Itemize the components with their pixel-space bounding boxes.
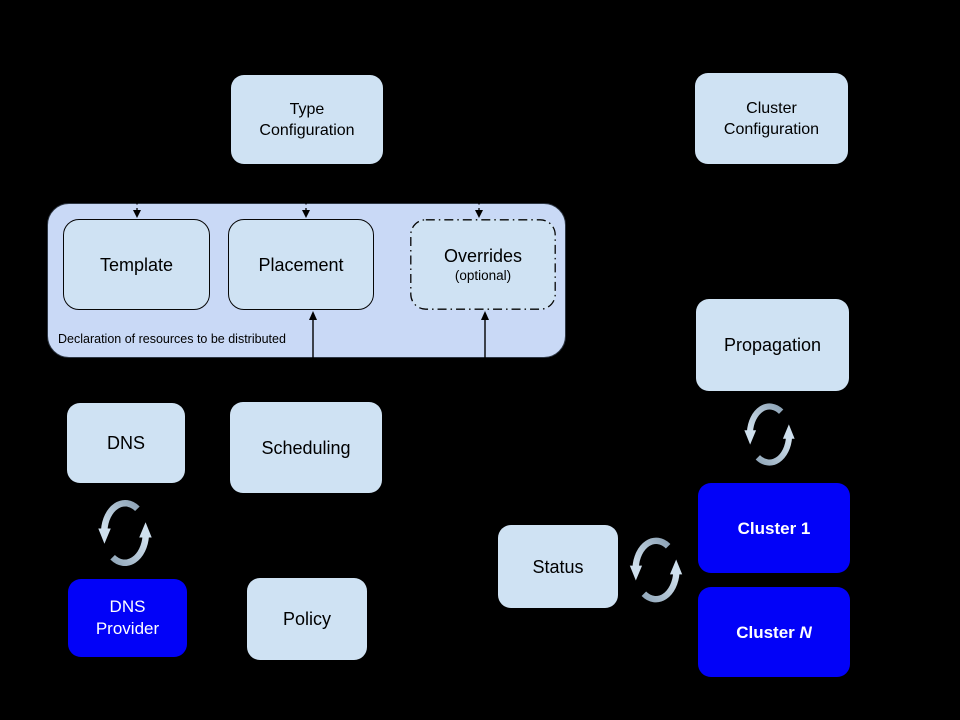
cluster-n-prefix: Cluster xyxy=(736,622,800,642)
node-cluster-configuration: Cluster Configuration xyxy=(695,73,848,164)
group-caption: Declaration of resources to be distribut… xyxy=(58,332,286,346)
node-propagation: Propagation xyxy=(696,299,849,391)
node-label: Propagation xyxy=(723,335,822,355)
node-label: Overrides xyxy=(443,246,523,266)
node-status: Status xyxy=(498,525,618,608)
node-template: Template xyxy=(63,219,210,310)
sync-icon xyxy=(98,500,152,566)
node-label: Cluster 1 xyxy=(737,518,811,538)
arrowhead-down xyxy=(475,210,483,218)
node-type-configuration: Type Configuration xyxy=(231,75,383,164)
node-label: Scheduling xyxy=(261,437,351,458)
node-scheduling: Scheduling xyxy=(230,402,382,493)
node-dns-provider: DNS Provider xyxy=(68,579,187,657)
node-label: Policy xyxy=(282,609,331,629)
node-cluster-1: Cluster 1 xyxy=(698,483,850,573)
node-label: DNS xyxy=(106,433,145,453)
arrowhead-down xyxy=(302,210,310,218)
sync-icon xyxy=(629,537,683,603)
arrowhead-up xyxy=(309,311,317,320)
sync-icon xyxy=(744,403,795,466)
node-label: Placement xyxy=(258,254,344,275)
node-label: Template xyxy=(99,254,174,275)
node-label: DNS Provider xyxy=(95,597,160,638)
node-label: Cluster N xyxy=(736,622,812,643)
arrowhead-up xyxy=(481,311,489,320)
dash-dot-border xyxy=(410,219,556,310)
arrowhead-down xyxy=(133,210,141,218)
node-label: Status xyxy=(532,556,584,577)
node-label: Type Configuration xyxy=(259,100,355,139)
node-placement: Placement xyxy=(228,219,374,310)
node-policy: Policy xyxy=(247,578,367,660)
cluster-n-italic-suffix: N xyxy=(799,622,812,642)
node-overrides: Overrides (optional) xyxy=(410,219,556,310)
node-label: Cluster Configuration xyxy=(723,99,820,138)
node-dns: DNS xyxy=(67,403,185,483)
node-cluster-n: Cluster N xyxy=(698,587,850,677)
node-sublabel: (optional) xyxy=(454,268,512,283)
